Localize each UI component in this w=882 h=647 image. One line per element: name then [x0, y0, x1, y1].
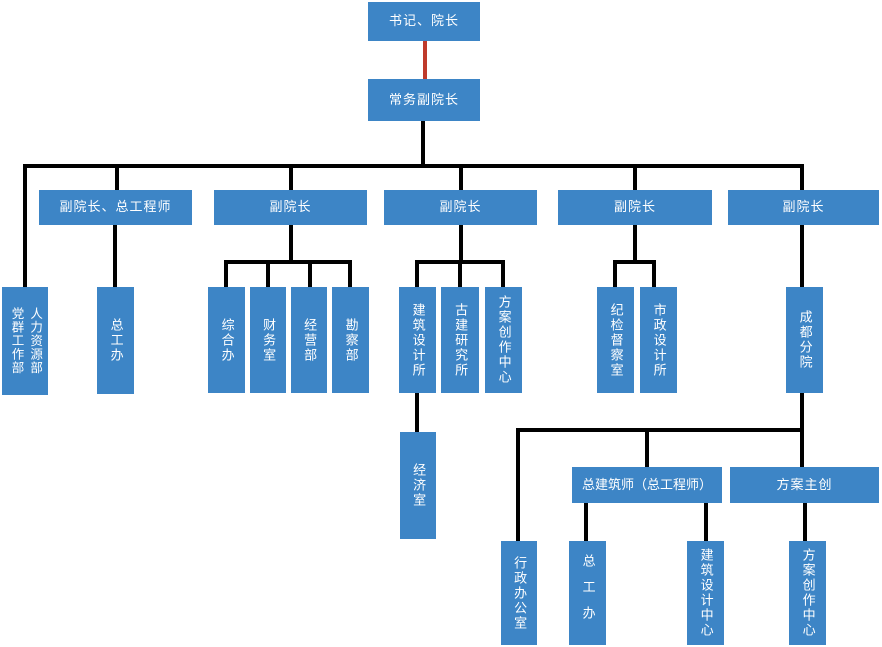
node-chief-office-branch: 总工办 — [569, 541, 606, 645]
connector-stub-chiefarchitect — [645, 432, 649, 467]
connector-stub-municipal — [652, 262, 656, 287]
connector-stub-operations — [308, 262, 312, 287]
node-chengdu-branch: 成都分院 — [786, 287, 823, 393]
connector-archdesign-economy — [415, 393, 419, 432]
node-creation-center: 方案创作中心 — [485, 287, 522, 393]
connector-stub-creationcenter2 — [803, 503, 807, 541]
node-party-dept-label: 党群工作部 — [9, 307, 24, 375]
node-vp2: 副院长 — [214, 190, 367, 225]
connector-vp3-down — [459, 225, 463, 262]
node-discipline-office: 纪检督察室 — [597, 287, 634, 393]
connector-vp4-horizontal — [613, 260, 656, 264]
node-creation-center-branch: 方案创作中心 — [789, 541, 826, 645]
connector-chengdu-down — [800, 393, 804, 430]
node-vp5: 副院长 — [728, 190, 879, 225]
connector-stub-generaloffice — [224, 262, 228, 287]
connector-vp5-chengdu — [800, 225, 804, 287]
connector-root-execvp — [423, 41, 427, 79]
connector-branch-horizontal — [516, 428, 804, 432]
node-vp3: 副院长 — [384, 190, 537, 225]
node-survey: 勘察部 — [332, 287, 369, 393]
node-vp-chief-engineer: 副院长、总工程师 — [39, 190, 192, 225]
node-general-office: 综合办 — [208, 287, 245, 393]
node-operations: 经营部 — [291, 287, 327, 393]
node-economy-office: 经济室 — [400, 432, 436, 539]
connector-stub-vp5 — [800, 168, 804, 190]
connector-execvp-main — [421, 121, 425, 167]
connector-stub-heritageinst — [458, 262, 462, 287]
connector-stub-adminoffice — [516, 428, 520, 541]
node-exec-vp: 常务副院长 — [368, 79, 480, 121]
connector-stub-vp-chief — [115, 168, 119, 190]
connector-main-horizontal — [23, 164, 804, 168]
connector-stub-archdesigncenter — [704, 503, 708, 541]
node-party-hr-depts: 党群工作部 人力资源部 — [2, 287, 48, 395]
node-vp4: 副院长 — [558, 190, 712, 225]
connector-stub-survey — [348, 262, 352, 287]
node-finance: 财务室 — [250, 287, 286, 393]
node-scheme-lead: 方案主创 — [730, 467, 879, 503]
node-municipal-design: 市政设计所 — [640, 287, 677, 393]
connector-stub-archdesigninst — [415, 262, 419, 287]
connector-stub-vp4 — [633, 168, 637, 190]
connector-stub-schemelead — [800, 432, 804, 467]
connector-stub-vp2 — [289, 168, 293, 190]
connector-vp4-down — [633, 225, 637, 262]
connector-stub-creationcenter — [501, 262, 505, 287]
node-admin-office: 行政办公室 — [501, 541, 537, 645]
connector-vp2-down — [289, 225, 293, 262]
connector-vp2-horizontal — [224, 260, 352, 264]
node-arch-design-inst: 建筑设计所 — [399, 287, 436, 393]
connector-vpchief-chiefoffice — [113, 225, 117, 287]
node-root: 书记、院长 — [368, 2, 480, 41]
node-chief-office: 总工办 — [97, 287, 134, 394]
connector-stub-vp3 — [459, 168, 463, 190]
connector-stub-discipline — [613, 262, 617, 287]
connector-stub-deptbox — [23, 164, 27, 287]
node-arch-design-center: 建筑设计中心 — [687, 541, 724, 645]
connector-stub-chiefoffice2 — [584, 503, 588, 541]
node-chief-architect: 总建筑师（总工程师） — [572, 467, 722, 503]
node-hr-dept-label: 人力资源部 — [28, 307, 43, 375]
connector-stub-finance — [266, 262, 270, 287]
node-heritage-inst: 古建研究所 — [441, 287, 479, 393]
